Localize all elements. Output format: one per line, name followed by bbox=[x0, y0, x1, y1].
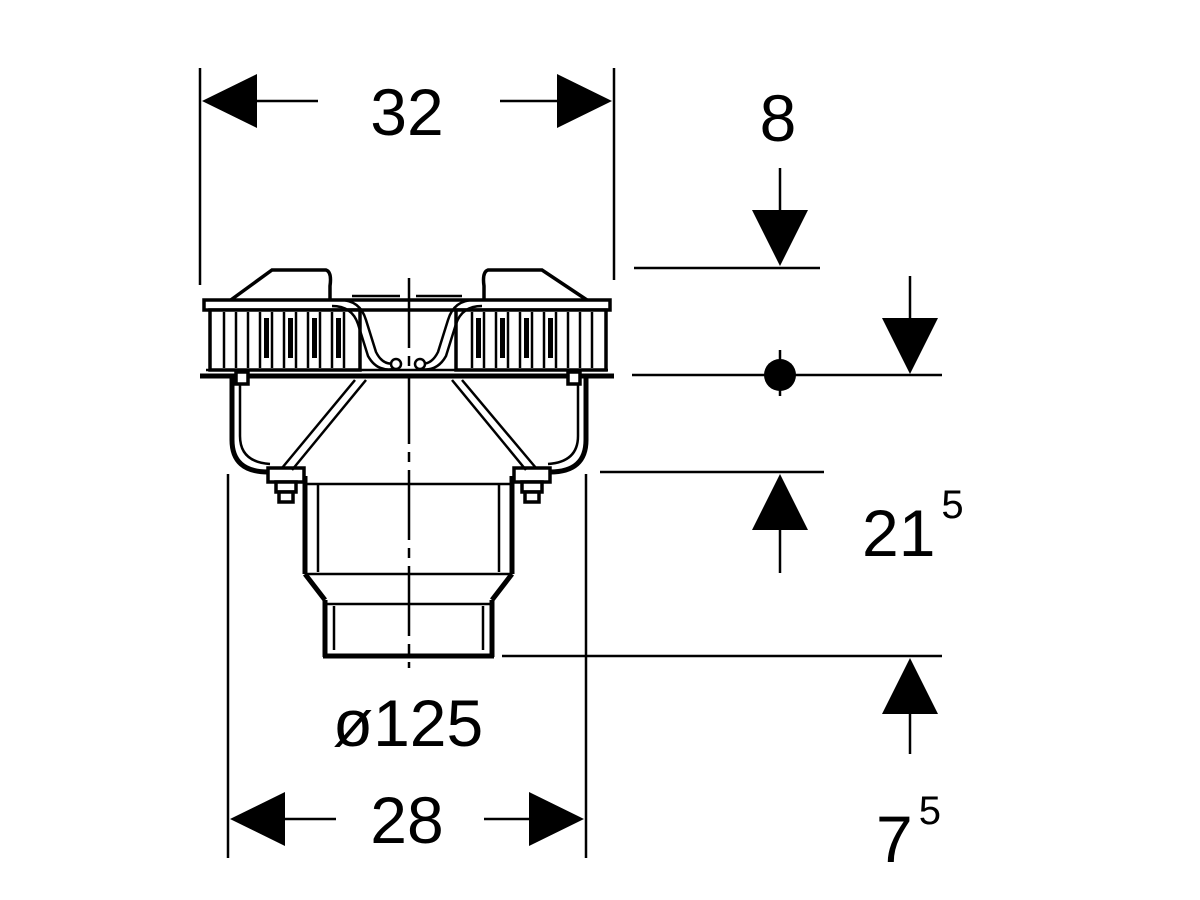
dimension-bottom-width: 28 bbox=[226, 474, 588, 858]
dimension-top-width: 32 bbox=[198, 68, 616, 285]
body-height-main: 21 bbox=[862, 496, 935, 570]
dimension-label-top-height: 8 bbox=[760, 81, 797, 155]
pipe-diameter-label: ø125 bbox=[333, 686, 483, 760]
drain-body bbox=[200, 368, 614, 659]
outlet-height-sup: 5 bbox=[919, 789, 941, 833]
arrowhead-down bbox=[752, 210, 808, 266]
dimension-label-bottom-width: 28 bbox=[370, 783, 443, 857]
arrowhead-up bbox=[882, 658, 938, 714]
dimension-label-top-width: 32 bbox=[370, 75, 443, 149]
outlet-height-main: 7 bbox=[876, 802, 913, 876]
bolt-left bbox=[266, 466, 306, 504]
body-height-sup: 5 bbox=[941, 483, 963, 527]
arrowhead-left bbox=[230, 792, 285, 846]
grate-attachment bbox=[202, 268, 612, 372]
dimension-top-height: 8 bbox=[632, 81, 942, 396]
arrowhead-right bbox=[529, 792, 584, 846]
arrowhead-up bbox=[752, 474, 808, 530]
arrowhead-left bbox=[202, 74, 257, 128]
arrowhead-down bbox=[882, 318, 938, 374]
bolt-right bbox=[512, 466, 552, 504]
arrowhead-right bbox=[557, 74, 612, 128]
